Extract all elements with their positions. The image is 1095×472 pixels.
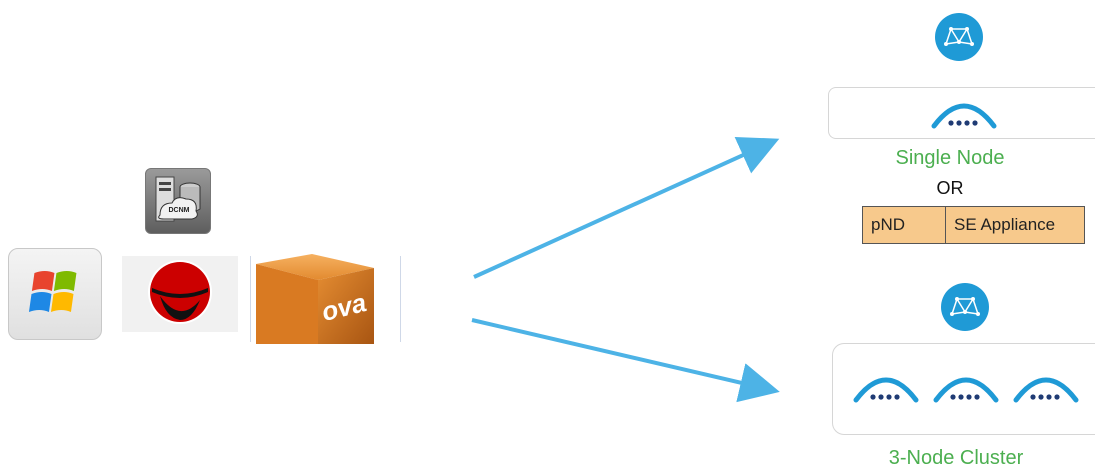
node-arc-icon bbox=[853, 377, 919, 403]
divider-line bbox=[250, 256, 251, 342]
deployment-options-table: pND SE Appliance bbox=[862, 206, 1085, 244]
node-arc-icon bbox=[931, 103, 997, 129]
nexus-dashboard-icon bbox=[934, 12, 984, 62]
cluster-label: 3-Node Cluster bbox=[888, 447, 1024, 469]
dcnm-server-icon: DCNM bbox=[145, 168, 211, 234]
cluster-box bbox=[832, 343, 1095, 435]
node-arc-icon bbox=[1013, 377, 1079, 403]
option-pnd: pND bbox=[863, 207, 946, 243]
single-node-box bbox=[828, 87, 1095, 139]
ova-box-icon: ova bbox=[252, 252, 378, 344]
single-node-label: Single Node bbox=[895, 147, 1005, 169]
redhat-logo-icon bbox=[122, 256, 238, 332]
dcnm-badge: DCNM bbox=[168, 207, 190, 214]
node-arc-icon bbox=[933, 377, 999, 403]
nexus-dashboard-icon bbox=[940, 282, 990, 332]
windows-logo-icon bbox=[8, 248, 102, 340]
option-se-appliance: SE Appliance bbox=[954, 215, 1056, 234]
divider-line bbox=[400, 256, 401, 342]
or-label: OR bbox=[936, 178, 964, 198]
